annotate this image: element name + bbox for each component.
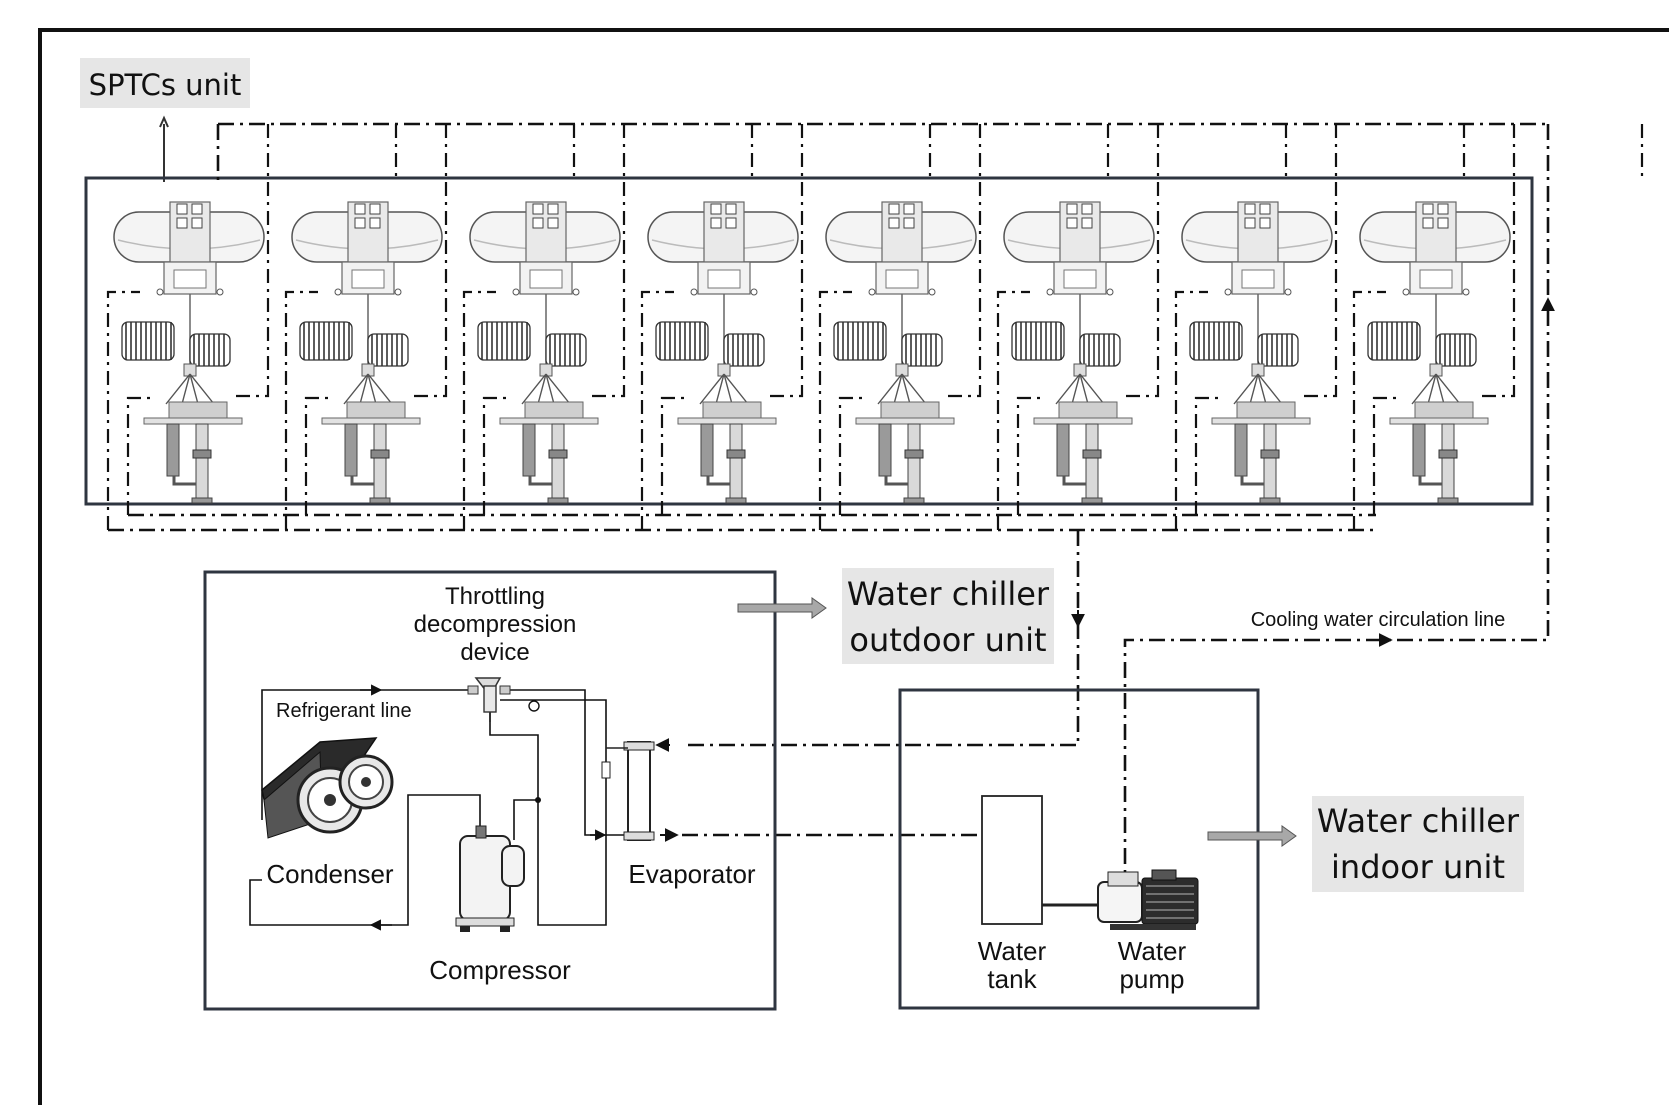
- throttling-label-line1: Throttling: [445, 583, 545, 610]
- compressor-label: Compressor: [429, 955, 571, 985]
- sptc-module: [292, 202, 442, 503]
- sptc-module: [114, 202, 264, 503]
- water-tank-label-line1: Water: [978, 936, 1047, 966]
- indoor-unit-pointer-arrow: [1208, 826, 1296, 846]
- compressor-icon: [456, 826, 524, 932]
- water-pump-icon: [1042, 870, 1198, 930]
- refrigerant-line-label: Refrigerant line: [276, 700, 412, 722]
- water-pump-label-line2: pump: [1119, 964, 1184, 994]
- throttling-label-line2: decompression: [414, 611, 577, 638]
- sptc-module-row: [114, 202, 1510, 503]
- outer-frame: [40, 30, 1669, 1105]
- sptcs-unit-label: SPTCs unit: [89, 68, 242, 102]
- evaporator-label: Evaporator: [628, 859, 756, 889]
- sptcs-unit-pointer-arrow: [160, 118, 168, 182]
- indoor-unit-box: [900, 690, 1258, 1008]
- outdoor-unit-label-line1: Water chiller: [847, 575, 1050, 613]
- water-pump-label-line1: Water: [1118, 936, 1187, 966]
- condenser-icon: [262, 738, 392, 838]
- water-tank-label-line2: tank: [987, 964, 1037, 994]
- sptc-module: [1004, 202, 1154, 503]
- sptc-module: [1360, 202, 1510, 503]
- evaporator-icon: [602, 742, 676, 840]
- condenser-label: Condenser: [266, 859, 394, 889]
- sptc-module: [1182, 202, 1332, 503]
- indoor-unit-label-line2: indoor unit: [1331, 848, 1505, 886]
- sptc-module: [470, 202, 620, 503]
- sptc-module: [826, 202, 976, 503]
- cooling-line-label: Cooling water circulation line: [1251, 609, 1506, 631]
- sptc-module: [648, 202, 798, 503]
- water-tank-icon: [982, 796, 1042, 924]
- throttling-label-line3: device: [460, 639, 529, 666]
- outdoor-unit-pointer-arrow: [738, 598, 826, 618]
- outdoor-unit-label-line2: outdoor unit: [849, 621, 1046, 659]
- indoor-unit-label-line1: Water chiller: [1317, 802, 1520, 840]
